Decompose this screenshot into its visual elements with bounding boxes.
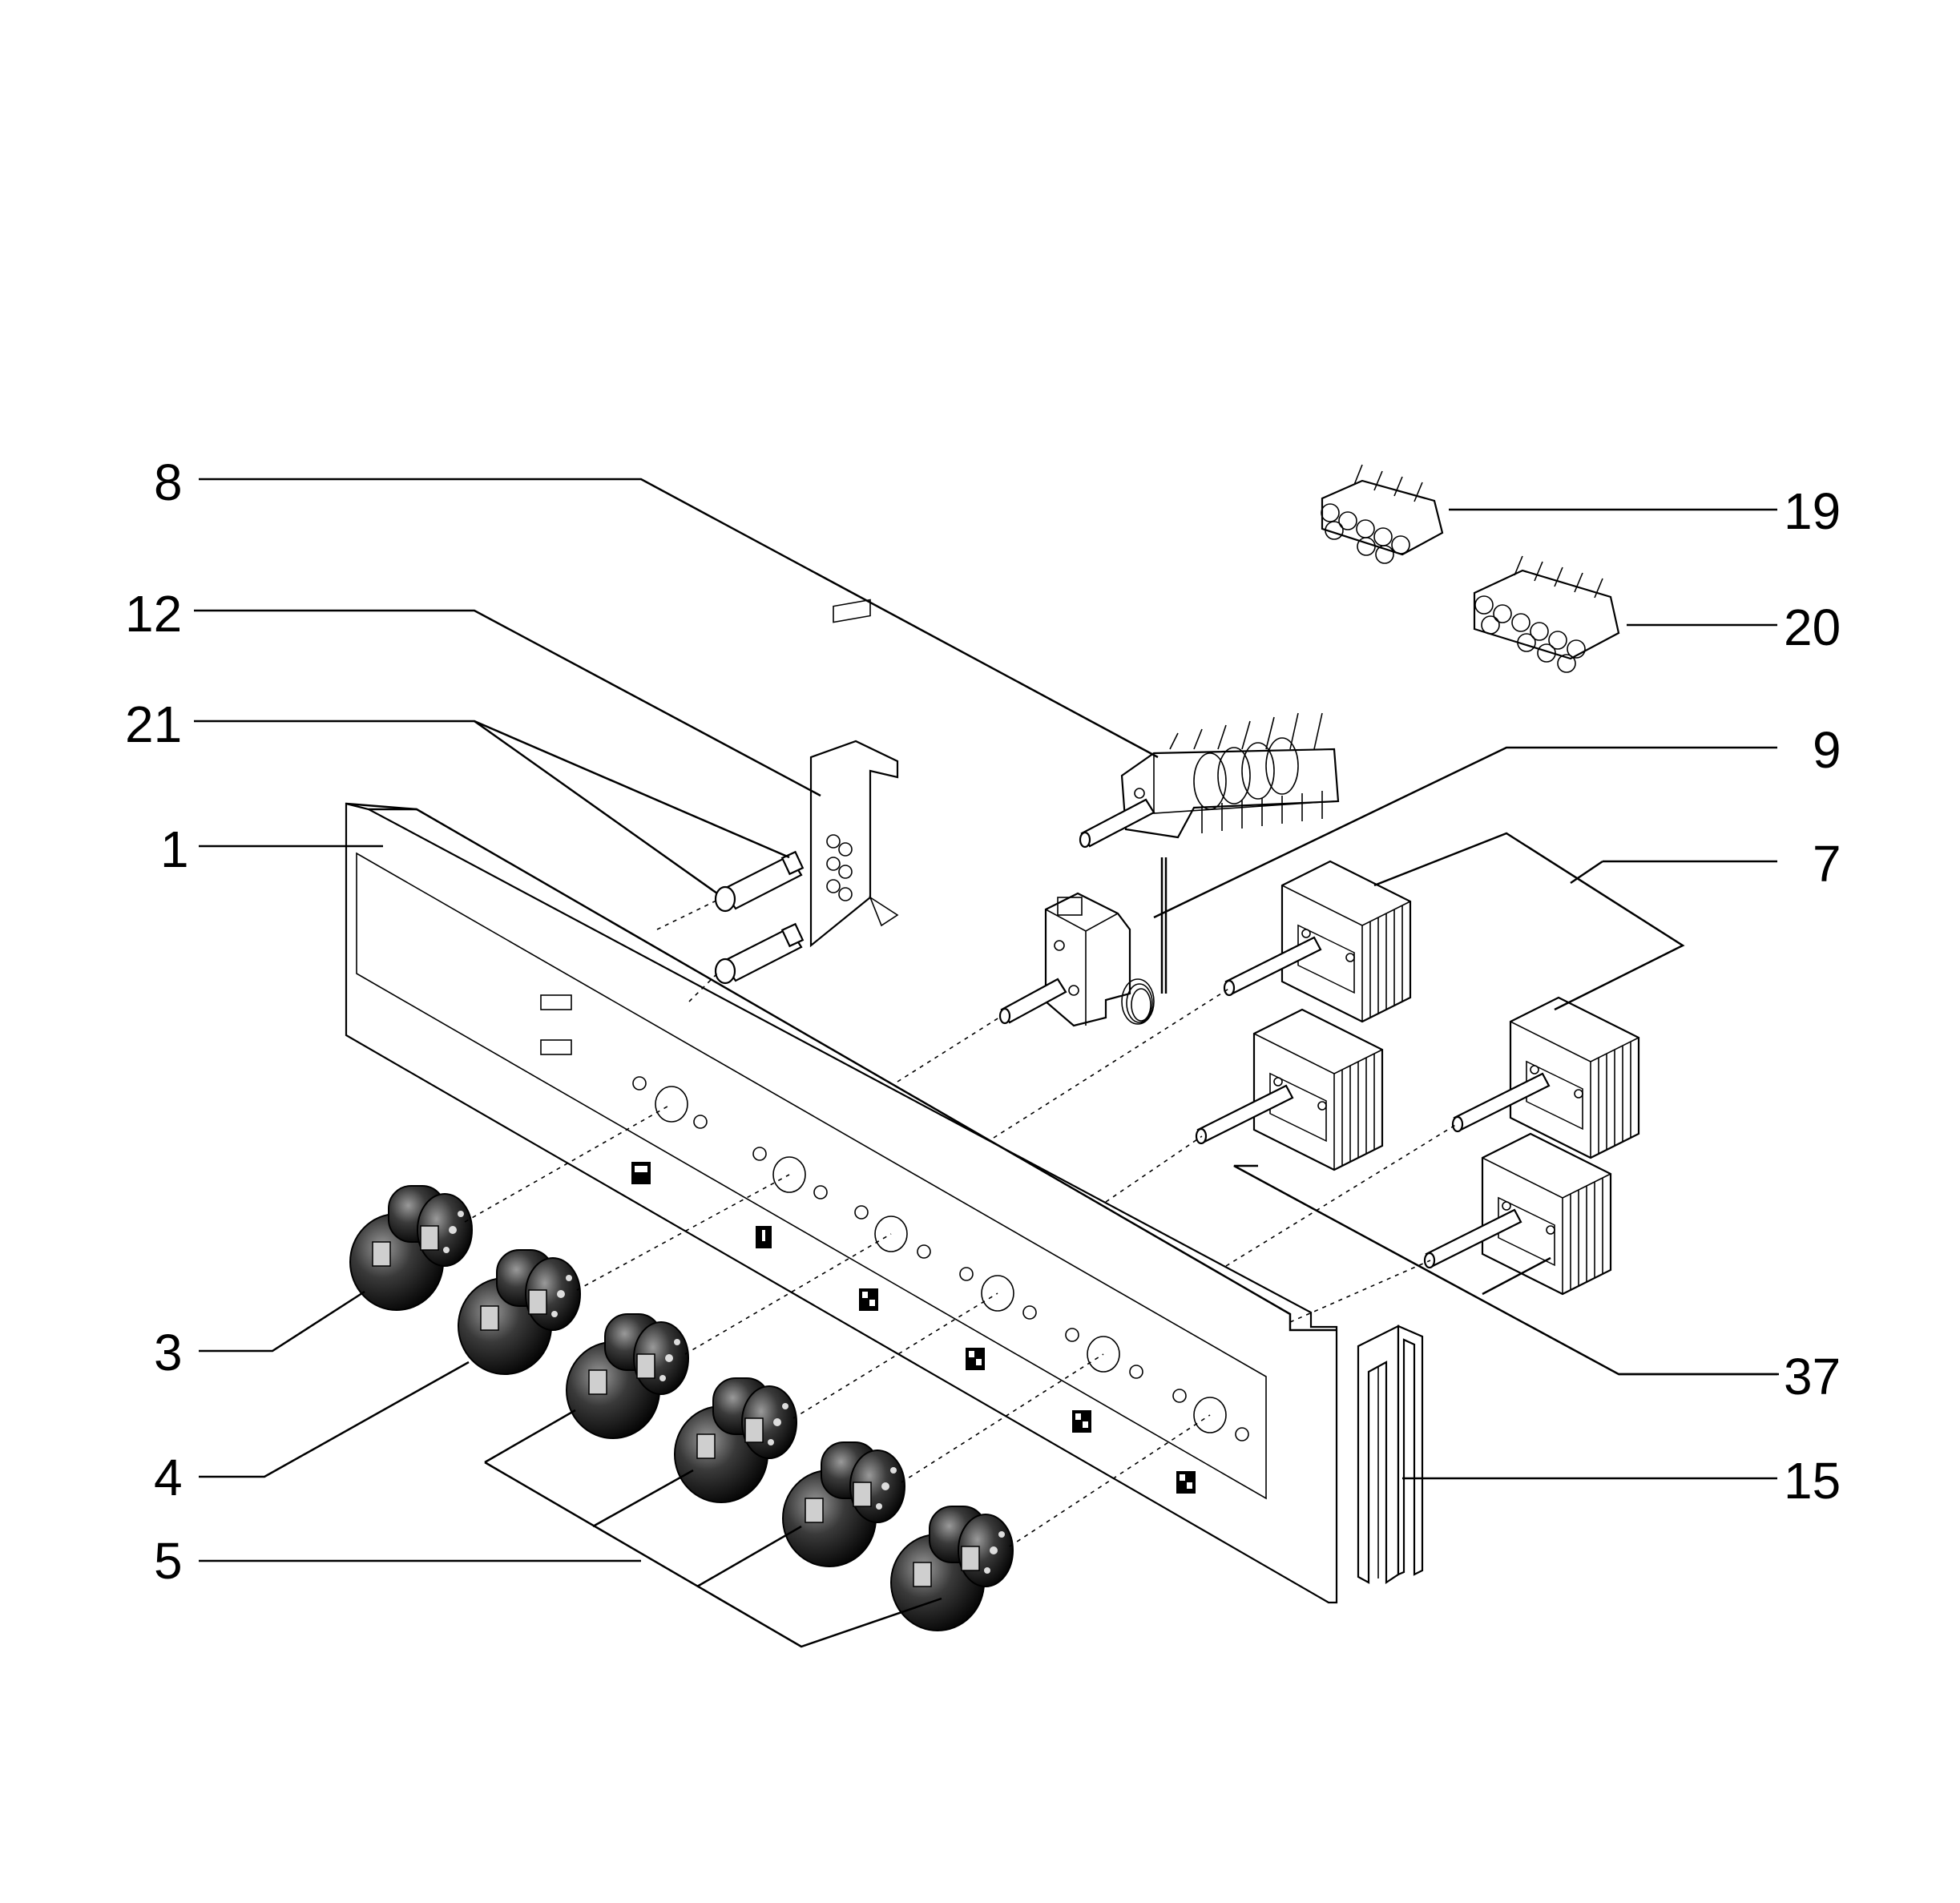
lamp-bracket	[809, 599, 899, 948]
callout-1: 1	[160, 820, 189, 878]
thermostat	[897, 857, 1168, 1083]
callout-3: 3	[154, 1324, 183, 1381]
leader-lines	[194, 478, 1777, 1648]
callout-15: 15	[1784, 1452, 1841, 1510]
trim-profile	[1357, 1324, 1424, 1585]
oven-selector-switch	[1079, 712, 1340, 849]
callout-21: 21	[125, 695, 182, 753]
terminal-blocks	[1321, 464, 1620, 673]
callout-7: 7	[1813, 835, 1841, 893]
callout-12: 12	[125, 585, 182, 643]
callout-labels: 8 12 21 1 3 4 5 19 20 9 7 37 15	[125, 454, 1841, 1590]
callout-9: 9	[1813, 721, 1841, 779]
control-panel-fascia	[345, 802, 1338, 1604]
callout-4: 4	[154, 1449, 183, 1506]
callout-8: 8	[154, 454, 183, 511]
callout-20: 20	[1784, 599, 1841, 656]
indicator-lamps	[656, 850, 805, 1002]
callout-19: 19	[1784, 482, 1841, 540]
callout-5: 5	[154, 1532, 183, 1590]
callout-37: 37	[1784, 1348, 1841, 1405]
